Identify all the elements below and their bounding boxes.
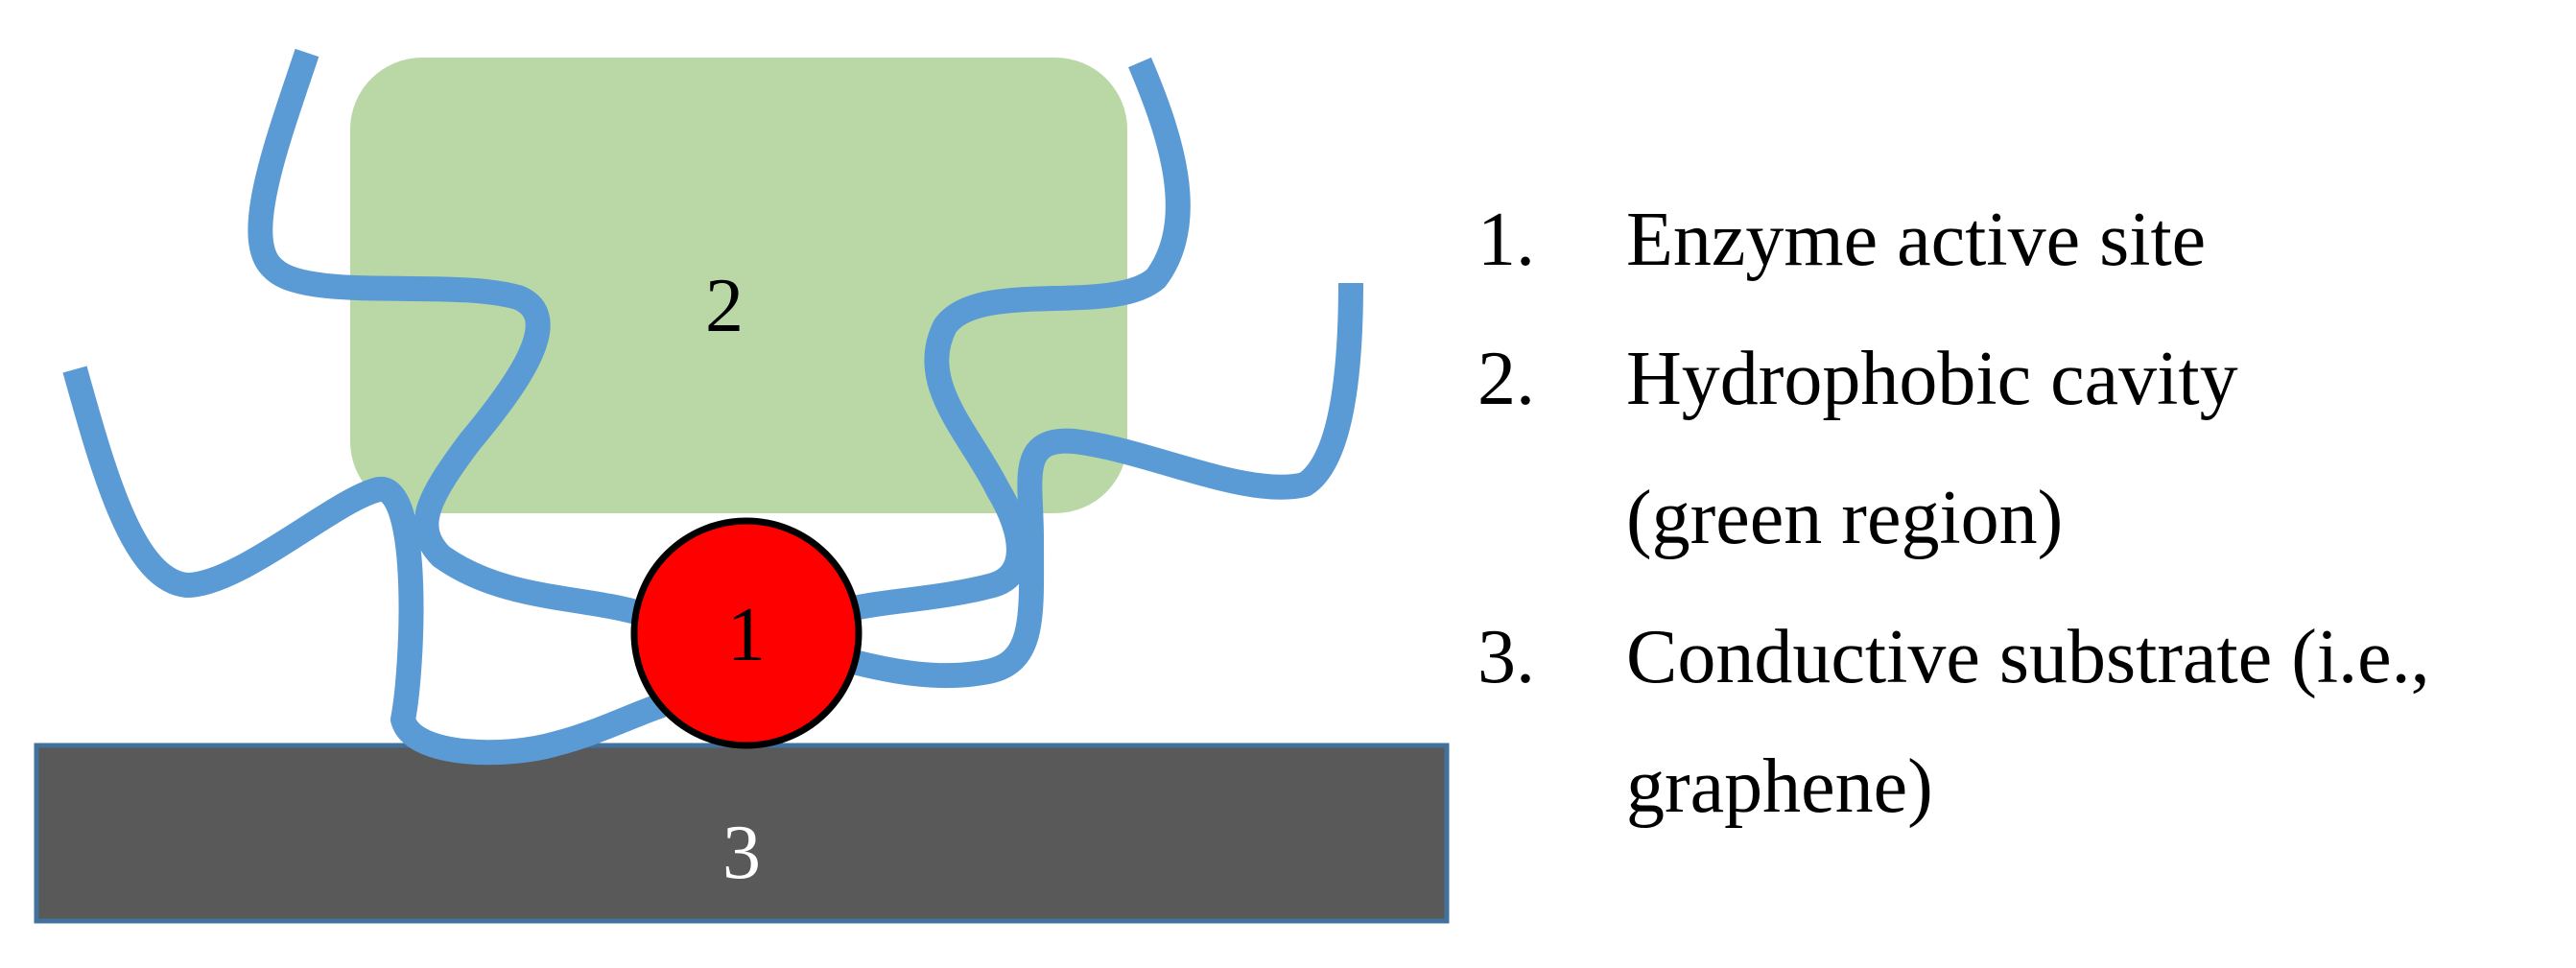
legend-number: 2. xyxy=(1477,337,1535,421)
legend-text: Enzyme active site xyxy=(1626,198,2207,282)
cavity-number-label: 2 xyxy=(705,264,744,348)
legend-text: Conductive substrate (i.e., xyxy=(1626,615,2430,699)
legend-number: 1. xyxy=(1477,198,1535,282)
legend-number: 3. xyxy=(1477,615,1535,699)
legend-text-continued: (green region) xyxy=(1626,476,2064,560)
active-site xyxy=(630,517,863,749)
substrate-number-label: 3 xyxy=(722,811,761,895)
legend-text: Hydrophobic cavity xyxy=(1626,337,2238,421)
protein-chain xyxy=(62,48,1363,766)
legend: 1. Enzyme active site 2. Hydrophobic cav… xyxy=(1477,0,2571,968)
chain-left-arm xyxy=(248,48,662,631)
legend-text-continued: graphene) xyxy=(1626,744,1933,829)
chain-far-right-arm xyxy=(850,282,1363,689)
chain-far-left-arm xyxy=(62,366,667,766)
active-site-number-label: 1 xyxy=(727,593,766,677)
conductive-substrate xyxy=(34,743,1450,924)
chain-right-arm xyxy=(807,57,1191,634)
enzyme-diagram: 2 1 3 xyxy=(34,48,1450,924)
